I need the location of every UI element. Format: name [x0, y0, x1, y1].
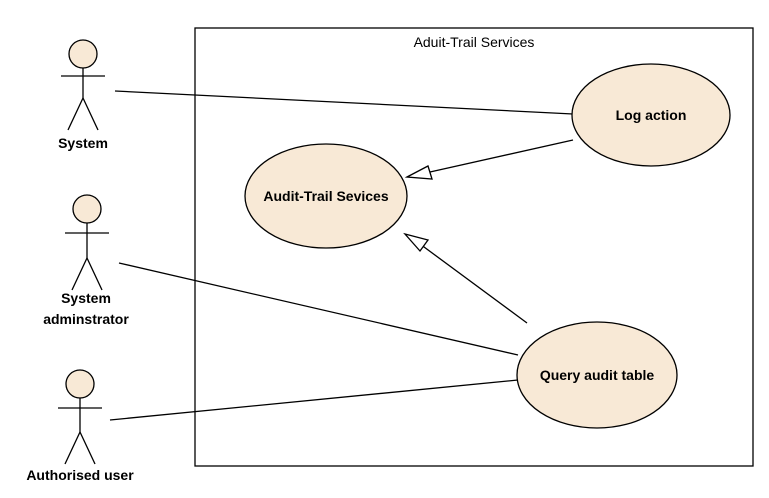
actor-system-stick-figure-icon: [61, 39, 105, 131]
actor-system[interactable]: System: [58, 39, 108, 151]
association-authuser-query-audit-table: [109, 379, 519, 421]
use-case-log-action[interactable]: Log action: [571, 63, 731, 167]
association-system-log-action: [114, 90, 574, 115]
actor-system-adminstrator-stick-figure-icon: [65, 194, 109, 291]
actor-system-adminstrator[interactable]: System adminstrator: [43, 194, 129, 327]
actor-system-adminstrator-label-line1: System: [61, 290, 111, 306]
use-case-query-audit-table[interactable]: Query audit table: [516, 321, 678, 429]
actor-system-adminstrator-label-line2: adminstrator: [43, 311, 129, 327]
system-boundary-title: Aduit-Trail Services: [414, 34, 535, 50]
use-case-query-audit-table-label: Query audit table: [540, 367, 655, 383]
use-case-audit-trail-services-ellipse: [244, 143, 408, 249]
use-case-audit-trail-services-label: Audit-Trail Sevices: [263, 188, 388, 204]
actor-system-label: System: [58, 135, 108, 151]
association-sysadmin-query-audit-table: [118, 262, 519, 356]
generalization-arrowhead-log-to-audit: [404, 165, 433, 180]
actor-authorised-user[interactable]: Authorised user: [26, 369, 134, 483]
use-case-query-audit-table-ellipse: [516, 321, 678, 429]
use-case-log-action-label: Log action: [616, 107, 687, 123]
generalization-arrowhead-query-to-audit: [403, 232, 430, 253]
actor-authorised-user-stick-figure-icon: [58, 369, 102, 465]
generalization-line-query-to-audit: [419, 243, 528, 324]
actor-authorised-user-label: Authorised user: [26, 467, 134, 483]
generalization-line-log-to-audit: [429, 139, 574, 173]
use-case-audit-trail-services[interactable]: Audit-Trail Sevices: [244, 143, 408, 249]
use-case-log-action-ellipse: [571, 63, 731, 167]
